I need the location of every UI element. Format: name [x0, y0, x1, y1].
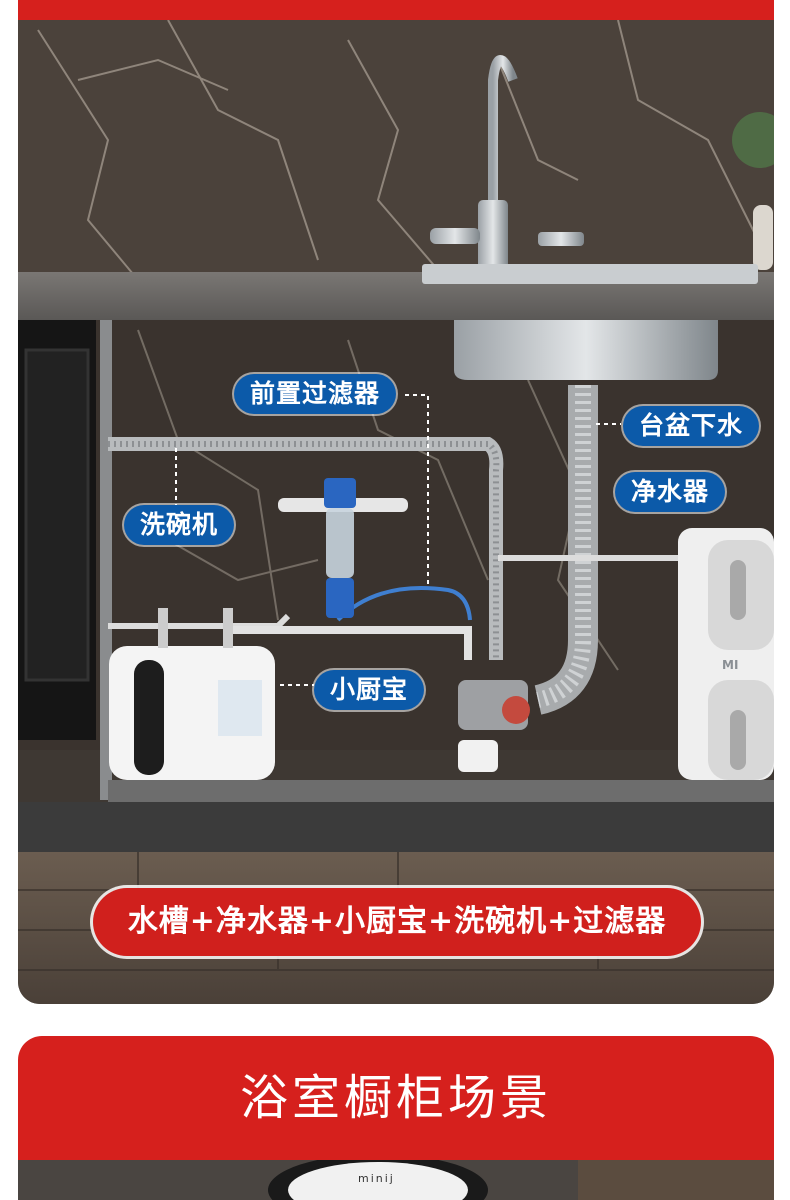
section-title: 浴室橱柜场景: [239, 1070, 552, 1126]
bottom-scene-image: minij: [18, 1160, 774, 1200]
label-water-purifier: 净水器: [615, 472, 726, 512]
bottom-brand-text: minij: [358, 1172, 395, 1185]
section-header: 浴室橱柜场景: [18, 1036, 774, 1160]
bottom-illustration: [18, 1160, 774, 1200]
plant-icon: [732, 112, 774, 270]
mini-heater-icon: [109, 608, 275, 780]
label-mini-heater: 小厨宝: [314, 670, 425, 710]
kitchen-scene-image: 前置过滤器 台盆下水 洗碗机 净水器 小厨宝 MI 水槽+净水器+小厨宝+洗碗机…: [18, 20, 774, 1004]
label-dishwasher: 洗碗机: [124, 505, 235, 545]
faucet-icon: [430, 55, 584, 275]
combo-banner: 水槽+净水器+小厨宝+洗碗机+过滤器: [93, 888, 701, 956]
label-basin-drain: 台盆下水: [623, 406, 760, 446]
purifier-logo: MI: [722, 658, 739, 672]
water-purifier-icon: [678, 528, 774, 780]
label-pre-filter: 前置过滤器: [234, 374, 397, 414]
pre-filter-icon: [278, 478, 408, 618]
top-red-bar: [18, 0, 774, 20]
